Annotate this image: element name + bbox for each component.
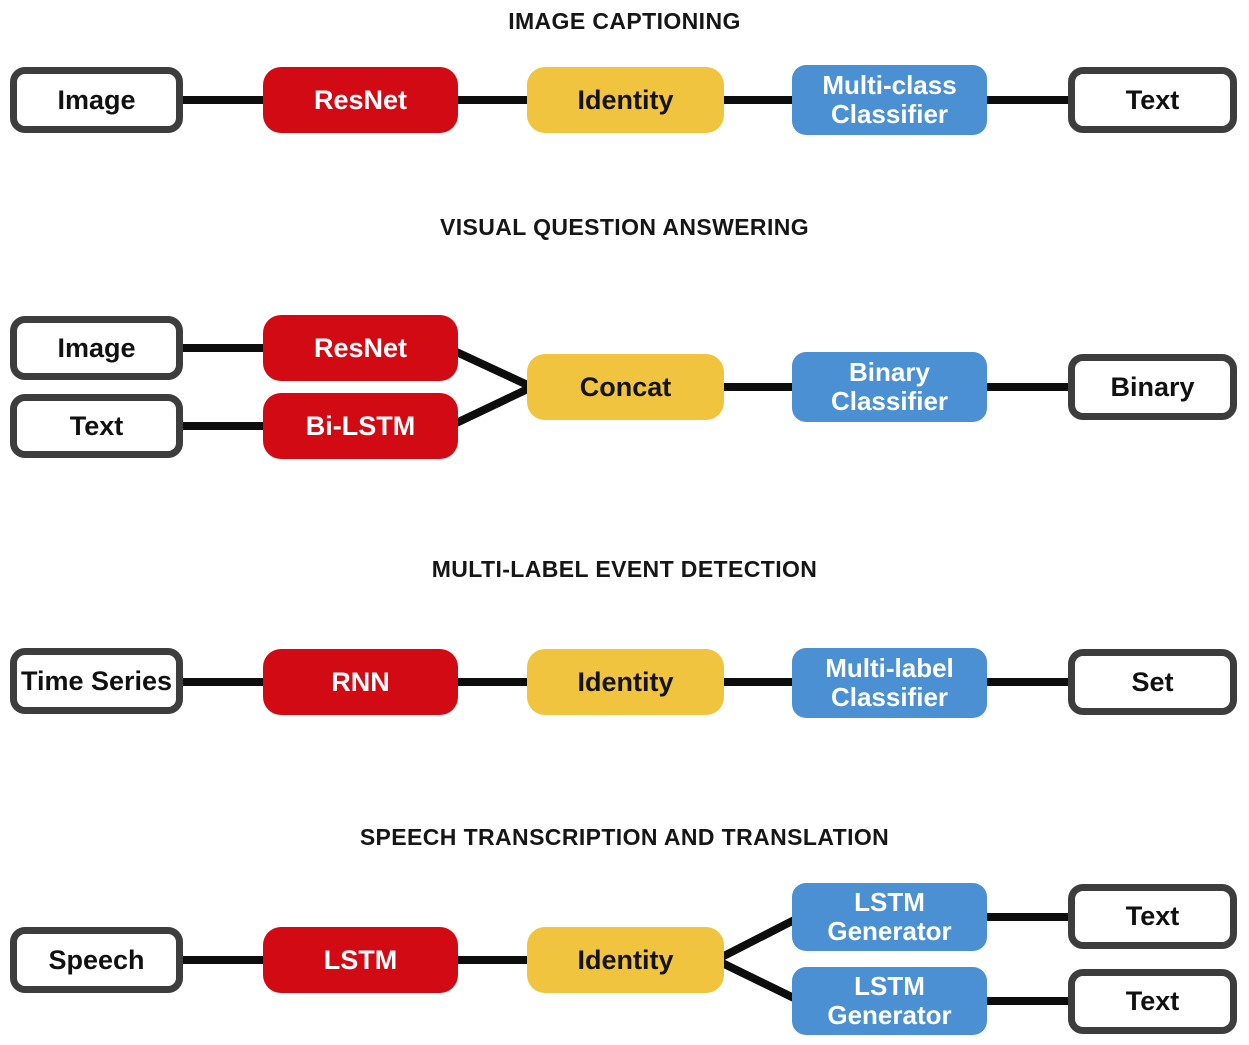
s3-node-head-multilabel-classifier: Multi-label Classifier xyxy=(792,648,987,718)
s4-node-head-lstm-generator-top: LSTM Generator xyxy=(792,883,987,951)
s2-node-input-text: Text xyxy=(10,394,183,458)
s2-node-combine-concat: Concat xyxy=(527,354,724,420)
s1-node-combine-identity: Identity xyxy=(527,67,724,133)
wire-s4-combine-genbot xyxy=(714,956,802,1005)
s2-node-model-bilstm: Bi-LSTM xyxy=(263,393,458,459)
s4-node-model-lstm: LSTM xyxy=(263,927,458,993)
s1-node-model-resnet: ResNet xyxy=(263,67,458,133)
section-title-multi-label-event-detection: MULTI-LABEL EVENT DETECTION xyxy=(431,556,818,582)
s4-node-head-lstm-generator-bottom: LSTM Generator xyxy=(792,967,987,1035)
s1-node-output-text: Text xyxy=(1068,67,1237,133)
s3-node-model-rnn: RNN xyxy=(263,649,458,715)
s2-node-head-binary-classifier: Binary Classifier xyxy=(792,352,987,422)
s4-node-input-speech: Speech xyxy=(10,927,183,993)
wire-s2-bilstm-concat xyxy=(448,382,536,430)
s3-node-input-time-series: Time Series xyxy=(10,648,183,714)
s4-node-combine-identity: Identity xyxy=(527,927,724,993)
s2-node-input-image: Image xyxy=(10,316,183,380)
s3-node-combine-identity: Identity xyxy=(527,649,724,715)
s1-node-input-image: Image xyxy=(10,67,183,133)
s2-node-output-binary: Binary xyxy=(1068,354,1237,420)
section-title-visual-question-answering: VISUAL QUESTION ANSWERING xyxy=(439,214,810,240)
s3-node-output-set: Set xyxy=(1068,649,1237,715)
section-title-image-captioning: IMAGE CAPTIONING xyxy=(508,8,741,34)
wire-s4-combine-gentop xyxy=(714,913,802,964)
s4-node-output-text-top: Text xyxy=(1068,884,1237,949)
s1-node-head-multiclass-classifier: Multi-class Classifier xyxy=(792,65,987,135)
wire-s2-resnet-concat xyxy=(448,345,536,392)
section-title-speech-transcription-translation: SPEECH TRANSCRIPTION AND TRANSLATION xyxy=(359,824,890,850)
s4-node-output-text-bottom: Text xyxy=(1068,969,1237,1034)
s2-node-model-resnet: ResNet xyxy=(263,315,458,381)
